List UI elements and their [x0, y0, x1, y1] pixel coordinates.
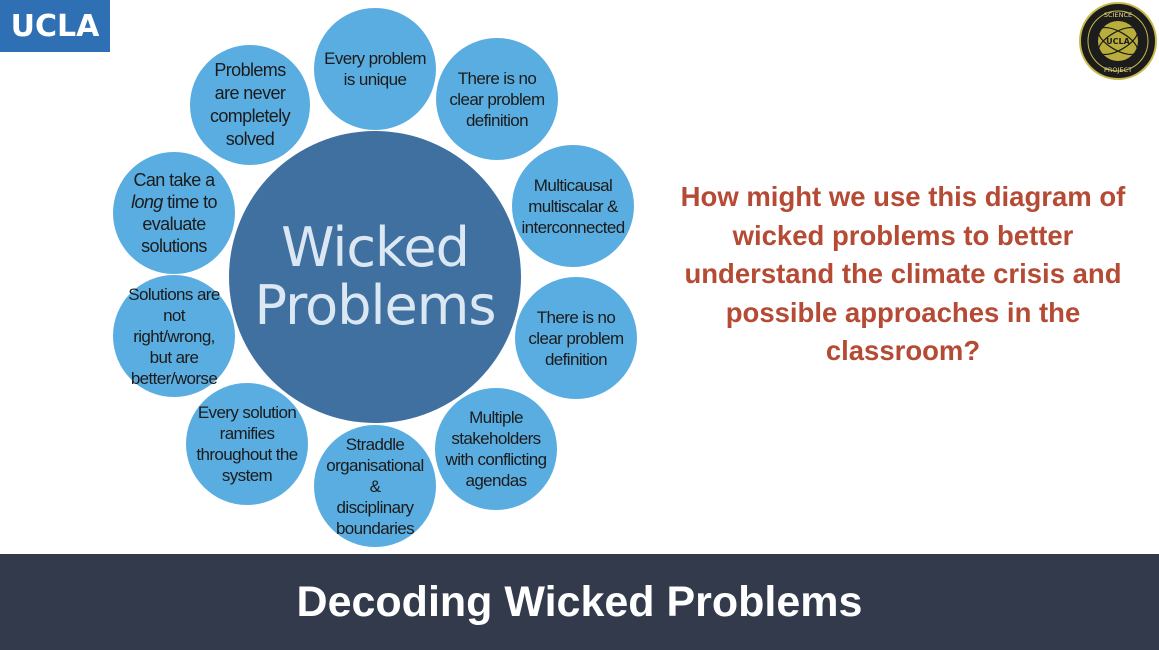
bubble-line: multiscalar & — [528, 196, 618, 216]
bubble-line: Every solution — [197, 403, 297, 422]
discussion-question: How might we use this diagram of wicked … — [680, 181, 1126, 366]
bubble-line: completely — [209, 106, 291, 126]
bubble-line: ramifies — [219, 424, 275, 443]
bubble-line: Multiple — [469, 408, 523, 427]
bubble-line: solved — [225, 129, 275, 149]
bubble-line: Multicausal — [533, 175, 613, 195]
bubble-line: Straddle — [345, 434, 405, 454]
bubble-line: but are — [149, 347, 199, 367]
bubble-multicausal: Multicausal multiscalar & interconnected — [512, 145, 634, 267]
bubble-line: clear problem — [449, 89, 545, 109]
seal-bottom-text: PROJECT — [1104, 66, 1132, 74]
bubble-unique: Every problem is unique — [314, 8, 436, 130]
bubble-no-definition-top: There is no clear problem definition — [436, 38, 558, 160]
bubble-line: Problems — [214, 60, 286, 80]
center-circle: Wicked Problems — [229, 131, 521, 423]
bubble-line: There is no — [457, 68, 537, 88]
bubble-ramifies: Every solution ramifies throughout the s… — [186, 383, 308, 505]
bubble-line: stakeholders — [451, 429, 541, 448]
seal-top-text: SCIENCE — [1104, 11, 1132, 19]
center-line-1: Wicked — [281, 216, 470, 279]
science-project-seal: SCIENCE UCLA PROJECT — [1079, 2, 1157, 80]
bubble-line: Solutions are — [128, 284, 220, 304]
bubble-line: definition — [544, 349, 608, 369]
bubble-line: clear problem — [528, 328, 624, 348]
bubble-no-definition-right: There is no clear problem definition — [515, 277, 637, 399]
bubble-line: agendas — [465, 471, 527, 490]
bubble-line: disciplinary — [336, 497, 414, 517]
bubble-stakeholders: Multiple stakeholders with conflicting a… — [435, 388, 557, 510]
bubble-line: solutions — [141, 236, 207, 256]
bubble-line: organisational & — [326, 455, 424, 496]
bubble-line: system — [221, 466, 273, 485]
bubble-line: definition — [465, 110, 529, 130]
bubble-line: There is no — [536, 307, 616, 327]
bubble-line: better/worse — [130, 368, 218, 388]
ucla-logo-text: UCLA — [10, 8, 100, 44]
wicked-problems-diagram: Wicked Problems Every problem is unique … — [0, 0, 660, 560]
seal-center-text: UCLA — [1106, 37, 1130, 46]
bubble-line: with conflicting — [445, 450, 548, 469]
bubble-right-wrong: Solutions are not right/wrong, but are b… — [113, 275, 235, 397]
bubble-line: evaluate — [142, 214, 206, 234]
bubble-line: not right/wrong, — [133, 305, 215, 346]
center-line-2: Problems — [254, 274, 497, 337]
slide-title: Decoding Wicked Problems — [296, 577, 863, 626]
bubble-line: boundaries — [335, 518, 415, 538]
bubble-line: are never — [214, 83, 286, 103]
bubble-line: Every problem — [324, 49, 426, 68]
bubble-straddle: Straddle organisational & disciplinary b… — [314, 425, 436, 547]
bubble-line: is unique — [343, 70, 407, 89]
bubble-never-solved: Problems are never completely solved — [190, 45, 310, 165]
bubble-line: Can take a — [133, 170, 215, 190]
bubble-long-time: Can take a long time to evaluate solutio… — [113, 152, 235, 274]
bubble-line: long time to — [131, 192, 217, 212]
bubble-line: throughout the — [196, 445, 298, 464]
footer-bar: Decoding Wicked Problems — [0, 554, 1159, 650]
bubble-line: interconnected — [521, 217, 625, 237]
ucla-logo: UCLA — [0, 0, 110, 52]
